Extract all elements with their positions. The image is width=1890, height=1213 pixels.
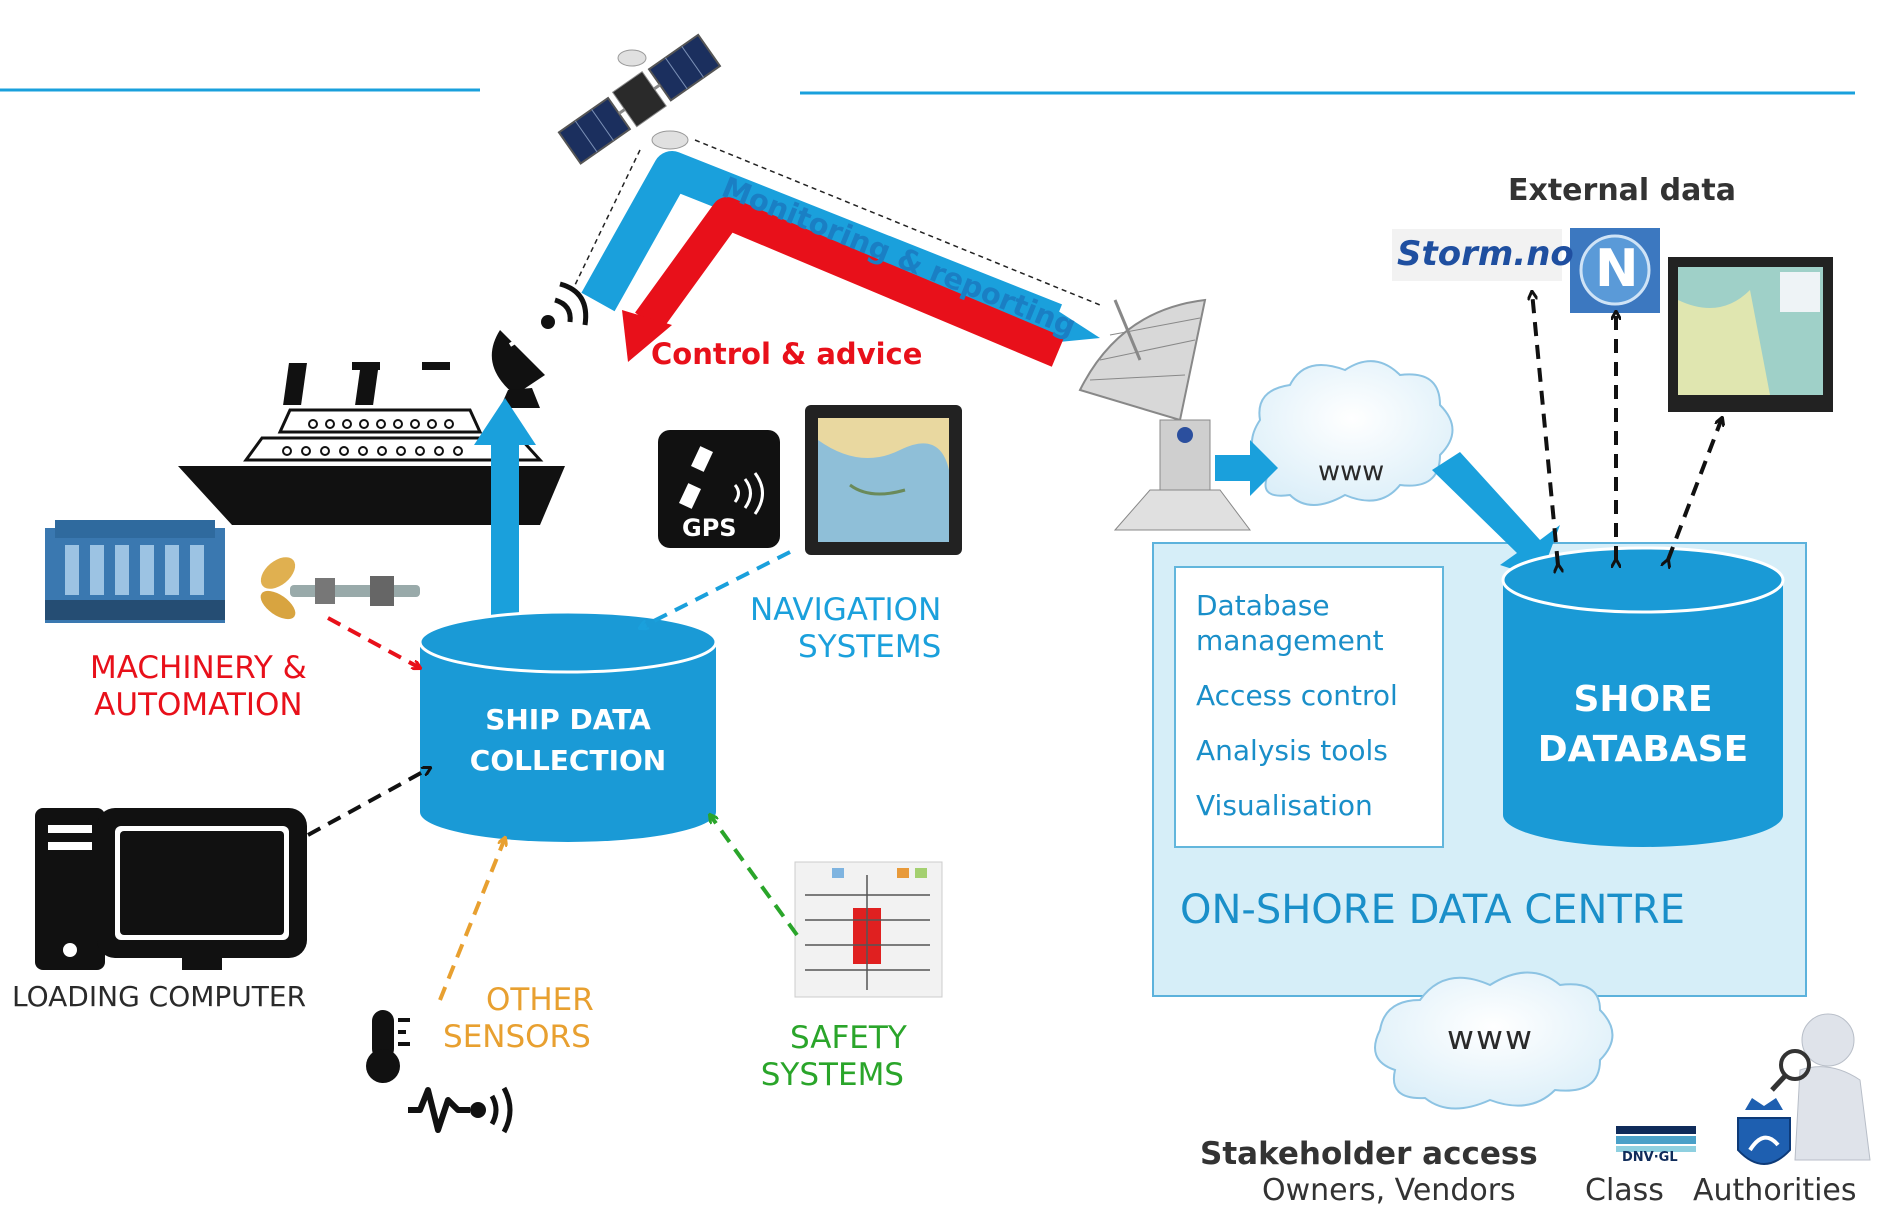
storm-logo-text: Storm.no (1397, 234, 1574, 274)
station-to-cloud-head (1250, 440, 1278, 496)
function-access-control: Access control (1196, 679, 1398, 712)
function-analysis-tools: Analysis tools (1196, 734, 1388, 767)
gps-label: GPS (682, 514, 737, 542)
monitoring-arrow (581, 151, 1063, 340)
navtor-logo-text: N (1595, 239, 1639, 299)
machinery-line2: AUTOMATION (94, 687, 303, 724)
shore-database-cylinder (1501, 546, 1785, 847)
data-centre-label: ON-SHORE DATA CENTRE (1180, 887, 1685, 933)
safety-systems-icon (794, 861, 943, 998)
ship-antenna-icon (491, 281, 589, 408)
dnv-gl-logo (1616, 1126, 1696, 1152)
machinery-to-cylinder (327, 616, 420, 668)
www-cloud-bottom (1374, 971, 1614, 1110)
external-data-title: External data (1508, 173, 1736, 208)
control-arrow (635, 197, 1065, 367)
safety-systems-label: SAFETY SYSTEMS (758, 1020, 907, 1094)
navigation-line2: SYSTEMS (798, 629, 942, 666)
machinery-line1: MACHINERY & (90, 650, 307, 686)
safety-to-cylinder (710, 815, 799, 937)
stakeholder-authorities: Authorities (1693, 1173, 1857, 1208)
station-to-cloud-shaft (1215, 455, 1255, 481)
navigation-label: NAVIGATION SYSTEMS (750, 592, 941, 666)
safety-line2: SYSTEMS (760, 1057, 904, 1094)
www-cloud-top (1251, 360, 1454, 506)
shore-functions-list: Database management Access control Analy… (1174, 566, 1444, 848)
control-label: Control & advice (651, 337, 923, 371)
loading-computer-label: LOADING COMPUTER (12, 980, 307, 1013)
shore-db-line2: DATABASE (1537, 729, 1749, 771)
function-visualisation: Visualisation (1196, 789, 1373, 822)
function-database-management: Database management (1196, 589, 1384, 657)
engine-icon (45, 520, 225, 623)
navigation-to-cylinder (640, 550, 791, 628)
ship-data-line1: SHIP DATA (485, 703, 651, 736)
vibration-sensor-icon (408, 1086, 513, 1134)
navigation-line1: NAVIGATION (750, 592, 942, 628)
safety-line1: SAFETY (790, 1020, 907, 1056)
stakeholder-figure-icon (1770, 1013, 1871, 1161)
loading-to-cylinder (307, 768, 430, 837)
external-links (1532, 292, 1722, 565)
www-bottom-label: www (1447, 1018, 1534, 1057)
sat-link-shore (694, 139, 1101, 306)
dnv-gl-text: DNV·GL (1622, 1150, 1678, 1165)
stakeholder-title: Stakeholder access (1200, 1136, 1538, 1172)
ship-data-collection-label: SHIP DATA COLLECTION (430, 700, 706, 781)
machinery-label: MACHINERY & AUTOMATION (90, 650, 307, 724)
sensors-line2: SENSORS (443, 1019, 591, 1056)
other-sensors-label: OTHER SENSORS (440, 982, 594, 1056)
stakeholder-owners: Owners, Vendors (1262, 1173, 1516, 1208)
chart-display-icon (805, 405, 962, 555)
sensors-to-cylinder (438, 838, 505, 1001)
stakeholder-class: Class (1585, 1173, 1664, 1208)
propeller-icon (260, 557, 420, 620)
ecdis-screen-icon (1668, 257, 1833, 412)
www-top-label: www (1318, 456, 1385, 487)
shore-database-label: SHORE DATABASE (1503, 675, 1783, 776)
loading-computer-icon (35, 808, 307, 970)
ground-station-icon (1078, 298, 1251, 531)
ship-data-line2: COLLECTION (469, 743, 667, 777)
sensors-line1: OTHER (486, 982, 594, 1018)
ship-uplink-head (474, 398, 536, 445)
ship-uplink-shaft (491, 440, 519, 626)
gps-icon (658, 430, 780, 548)
storm-logo-bg (1392, 229, 1562, 281)
shore-db-line1: SHORE (1573, 679, 1713, 720)
navtor-logo (1570, 228, 1660, 313)
authorities-crest-icon (1737, 1098, 1791, 1165)
thermometer-icon (366, 1010, 410, 1083)
ship-icon (178, 362, 565, 525)
control-arrowhead (622, 310, 672, 362)
satellite-icon (557, 33, 722, 165)
sat-link-ship (574, 149, 641, 286)
